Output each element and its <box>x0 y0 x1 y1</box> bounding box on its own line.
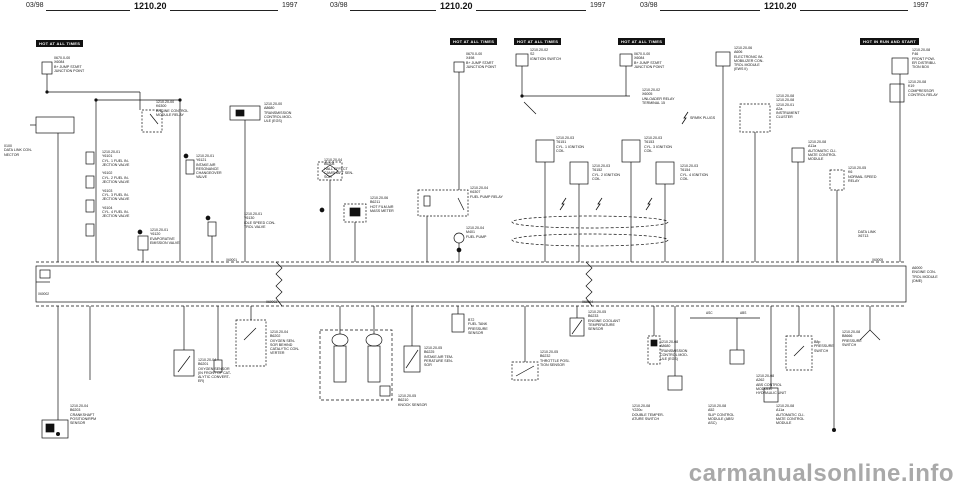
component-label-x6084b: 0670.0-00 X6084 B+ JUMP START JUNCTION P… <box>634 52 665 69</box>
injector-coils <box>85 151 95 237</box>
header-rule <box>170 10 278 11</box>
component-label-data-link: DATA LINK X6713 <box>858 230 876 239</box>
component-label-b6202: 1210.20-04 B6202 OXYGEN SEN- SOR BEHIND … <box>270 330 300 356</box>
component-label-k6-normal-speed: 1210.20-05 K6 NORMAL SPEED RELAY <box>848 166 877 183</box>
watermark: carmanualsonline.info <box>688 460 954 487</box>
component-label-x6084: 0670.0-00 X6084 B+ JUMP START JUNCTION P… <box>54 56 85 73</box>
component-label-k6307: 1210.20-04 K6307 FUEL PUMP RELAY <box>470 186 503 199</box>
component-label-x6005: 1210.20-02 X6005 UNLOADER RELAY TERMINAL… <box>642 88 675 105</box>
component-label-m401: 1210.20-04 M401 FUEL PUMP <box>466 226 487 239</box>
component-label-t6154: 1210.20-03 T6154 CYL. 4 IGNITION COIL <box>680 164 708 181</box>
component-label-k19: 1210.20-08 K19 COMPRESSOR CONTROL RELAY <box>908 80 938 97</box>
connector-id: X60002 <box>38 292 49 296</box>
header-date-2: 03/98 <box>330 2 348 9</box>
header-rule <box>46 10 130 11</box>
component-label-a8680: 1210.20-00 A8680 TRANSMISSION CONTROL MO… <box>264 102 293 124</box>
ecm-block <box>35 265 907 303</box>
hot-at-all-times-label: HOT AT ALL TIMES <box>36 40 84 47</box>
component-label-k6300: 1210.20-00 K6300 ENGINE CONTROL MODULE R… <box>156 100 189 117</box>
component-label-a8680-egs: 1210.20-08 A8680 TRANSMISSION CONTROL MO… <box>660 340 689 362</box>
header-page-3: 1210.20 <box>764 1 797 11</box>
connector-id: X60005 <box>872 258 883 262</box>
header-page-2: 1210.20 <box>440 1 473 11</box>
ecm-break <box>585 261 593 307</box>
component-label-a262: 1210.20-08 A262 ABS CONTROL MODULE/ HYDR… <box>756 374 787 396</box>
connector-id: X60004 <box>582 300 593 304</box>
component-label-b72: B72 FUEL TANK PRESSURE SENSOR <box>468 318 488 335</box>
component-label-b6232: 1210.20-05 B6232 THROTTLE POSI- TION SEN… <box>540 350 570 367</box>
component-label-b8p: B8p PRESSURE SWITCH <box>814 340 834 353</box>
component-label-a606: 1210.20-06 A606 ELECTRONIC IM- MOBILIZER… <box>734 46 764 72</box>
component-label-a52: 1210.20-08 A52 SLIP CONTROL MODULE (ABS/… <box>708 404 735 426</box>
component-label-fuel-valves: 1210.20-01 Y6101 CYL. 1 FUEL IN- JECTION… <box>102 150 130 219</box>
component-label-ecm-dme: A6000 ENGINE CON- TROL MODULE (DME) <box>912 266 938 283</box>
component-label-x1189: 0100 DATA LINK CON- NECTOR <box>4 144 33 157</box>
component-label-t6151: 1210.20-03 T6151 CYL. 1 IGNITION COIL <box>556 136 584 153</box>
header-page-1: 1210.20 <box>134 1 167 11</box>
header-rule <box>800 10 908 11</box>
connector-id: X60003 <box>266 300 277 304</box>
component-label-ignition-switch: 1210.20-02 S2 IGNITION SWITCH <box>530 48 562 61</box>
component-label-f46: 1210.20-08 F46 FRONT POW- ER DISTRIBU- T… <box>912 48 936 70</box>
component-label-b6225: 1210.20-05 B6225 INTAKE AIR TEM- PERATUR… <box>424 346 454 368</box>
header-date-3: 03/98 <box>640 2 658 9</box>
hot-at-all-times-label: HOT AT ALL TIMES <box>514 38 562 45</box>
component-label-y6121: 1210.20-01 Y6121 INTAKE AIR RESONANCE CH… <box>196 154 222 180</box>
component-label-spark-plugs: SPARK PLUGS <box>690 116 716 120</box>
component-label-b6210: 1210.20-05 B6210 KNOCK SENSOR <box>398 394 427 407</box>
component-label-b6201: 1210.20-04 B6201 OXYGEN SENSOR (IN FRONT… <box>198 358 232 384</box>
ecm-break <box>275 261 283 307</box>
component-label-x498: 0670.0-00 X498 B+ JUMP START JUNCTION PO… <box>466 52 497 69</box>
header-date-1: 03/98 <box>26 2 44 9</box>
header-rule <box>476 10 586 11</box>
header-year-3: 1997 <box>913 2 929 9</box>
header-rule <box>660 10 760 11</box>
component-label-b8666: 1210.20-08 B8666 PRESSURE SWITCH <box>842 330 862 347</box>
component-label-b6233: 1210.20-05 B6233 ENGINE COOLANT TEMPERAT… <box>588 310 621 332</box>
abs-label: ABS <box>740 311 747 315</box>
component-label-instrument-cluster: 1210.20-08 1210.20-08 1210.20-01 A2a INS… <box>776 94 800 120</box>
header-year-1: 1997 <box>282 2 298 9</box>
component-label-a11a-bottom: 1210.20-08 A11a AUTOMATIC CLI- MATE CONT… <box>776 404 805 426</box>
component-label-y6130: 1210.20-01 Y6130 IDLE SPEED CON- TROL VA… <box>244 212 276 229</box>
component-label-t6152: 1210.20-03 T6152 CYL. 2 IGNITION COIL <box>592 164 620 181</box>
hot-at-all-times-label: HOT AT ALL TIMES <box>618 38 666 45</box>
component-label-b6203: 1210.20-04 B6203 CRANKSHAFT POSITION/RPM… <box>70 404 97 426</box>
connector-id: X60001 <box>226 258 237 262</box>
component-label-a11a: 1210.20-08 A11a AUTOMATIC CLI- MATE CONT… <box>808 140 837 162</box>
component-label-y6120: 1210.20-01 Y6120 EVAPORATIVE EMISSION VA… <box>150 228 180 245</box>
component-label-b6208: 1210.20-04 B6208 HALL EFFECT CAMSHAFT SE… <box>324 158 354 180</box>
component-label-t6153: 1210.20-03 T6153 CYL. 3 IGNITION COIL <box>644 136 672 153</box>
hot-at-all-times-label: HOT AT ALL TIMES <box>450 38 498 45</box>
asc-label: ASC <box>706 311 713 315</box>
component-label-double-temp-switch: 1210.20-08 Y220u DOUBLE TEMPER- ATURE SW… <box>632 404 664 421</box>
component-label-b6211: 1210.20-06 B6211 HOT FILM AIR MASS METER <box>370 196 394 213</box>
header-rule <box>350 10 436 11</box>
hot-in-run-and-start-label: HOT IN RUN AND START <box>860 38 920 45</box>
header-year-2: 1997 <box>590 2 606 9</box>
